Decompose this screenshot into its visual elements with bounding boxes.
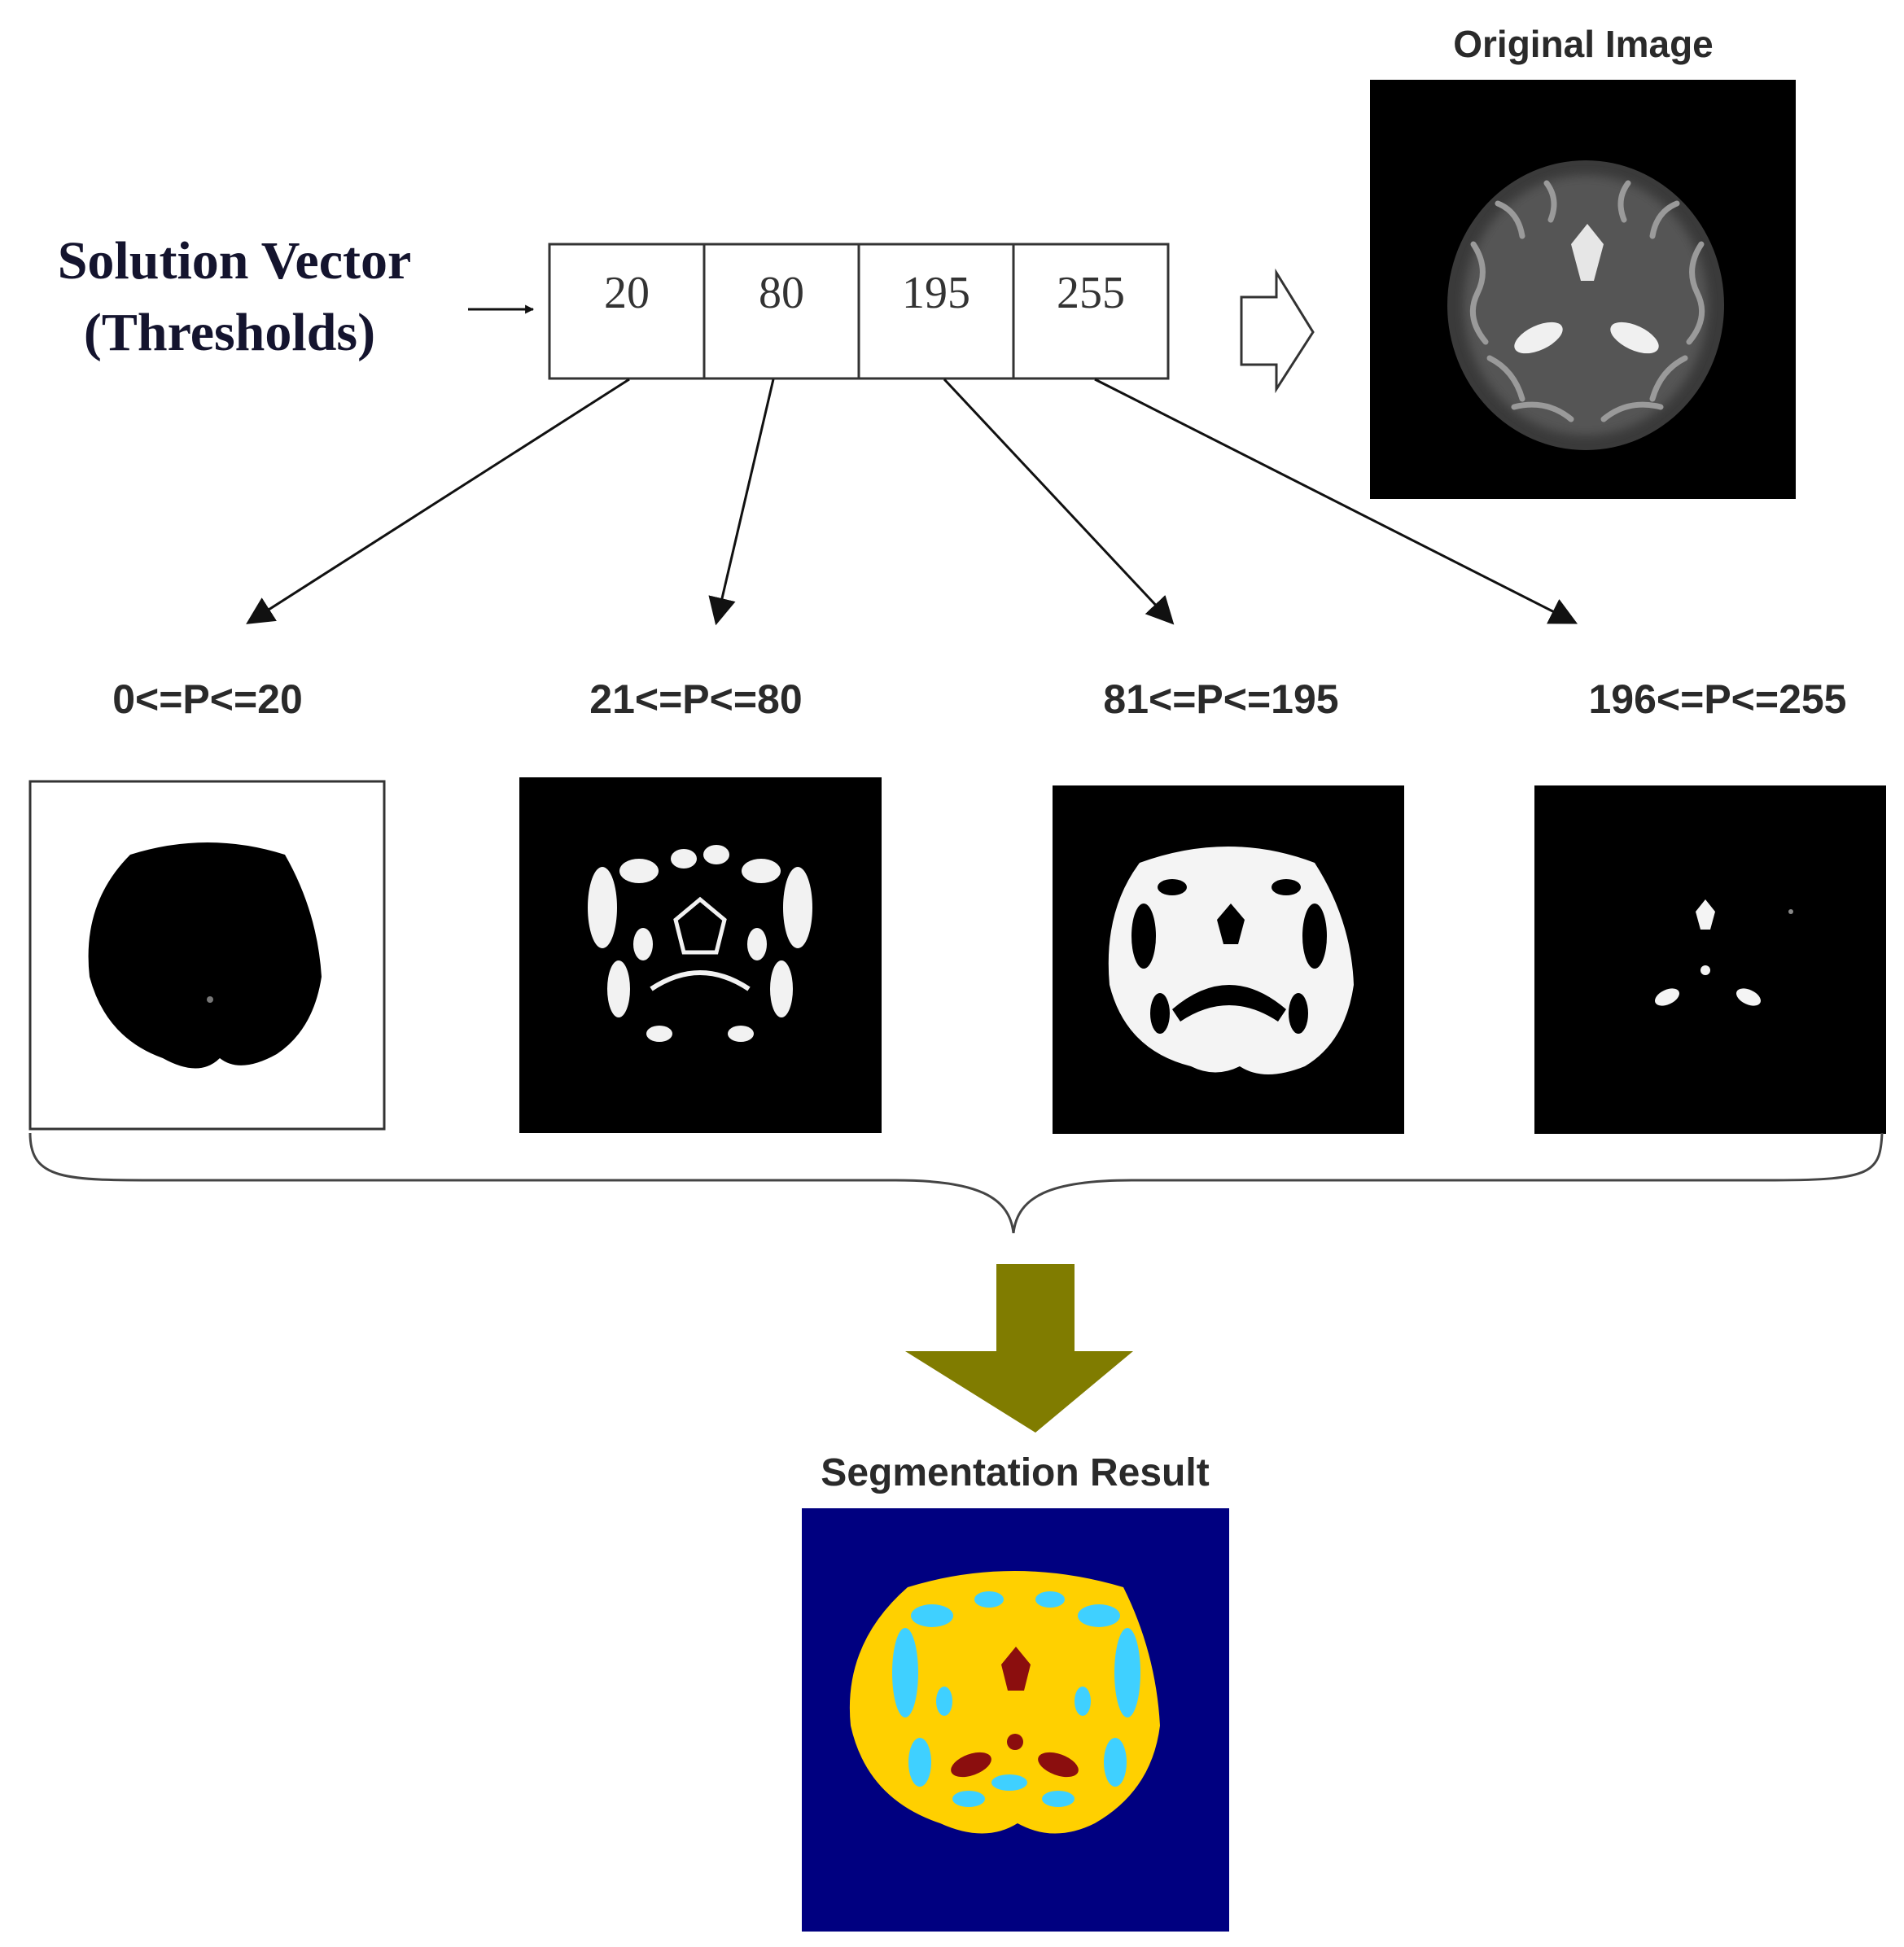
segmentation-result-image <box>802 1508 1229 1932</box>
threshold-image-4 <box>1534 785 1886 1134</box>
threshold-vector: 20 80 195 255 <box>548 243 1170 380</box>
threshold-value-1: 20 <box>604 268 650 318</box>
range-arrows <box>246 378 1578 626</box>
threshold-image-3 <box>1053 785 1404 1134</box>
threshold-value-2: 80 <box>759 268 804 318</box>
hollow-right-arrow <box>1240 268 1315 394</box>
range-label-2: 21<=P<=80 <box>589 676 802 722</box>
range-label-1: 0<=P<=20 <box>112 676 303 722</box>
solution-vector-title-line2: (Thresholds) <box>84 303 375 362</box>
threshold-value-4: 255 <box>1057 268 1125 318</box>
threshold-cell-2 <box>703 243 860 380</box>
solution-vector-title-line1: Solution Vector <box>58 231 412 291</box>
original-image <box>1370 80 1796 499</box>
threshold-cell-3 <box>857 243 1015 380</box>
range-label-4: 196<=P<=255 <box>1589 676 1847 722</box>
result-down-arrow <box>905 1264 1133 1433</box>
segmentation-result-title: Segmentation Result <box>821 1451 1209 1494</box>
threshold-image-1 <box>28 780 386 1131</box>
range-label-3: 81<=P<=195 <box>1103 676 1338 722</box>
original-image-title: Original Image <box>1453 23 1714 65</box>
grouping-brace <box>28 1132 1884 1234</box>
threshold-image-2 <box>519 777 882 1133</box>
threshold-cell-4 <box>1012 243 1170 380</box>
threshold-value-3: 195 <box>902 268 970 318</box>
